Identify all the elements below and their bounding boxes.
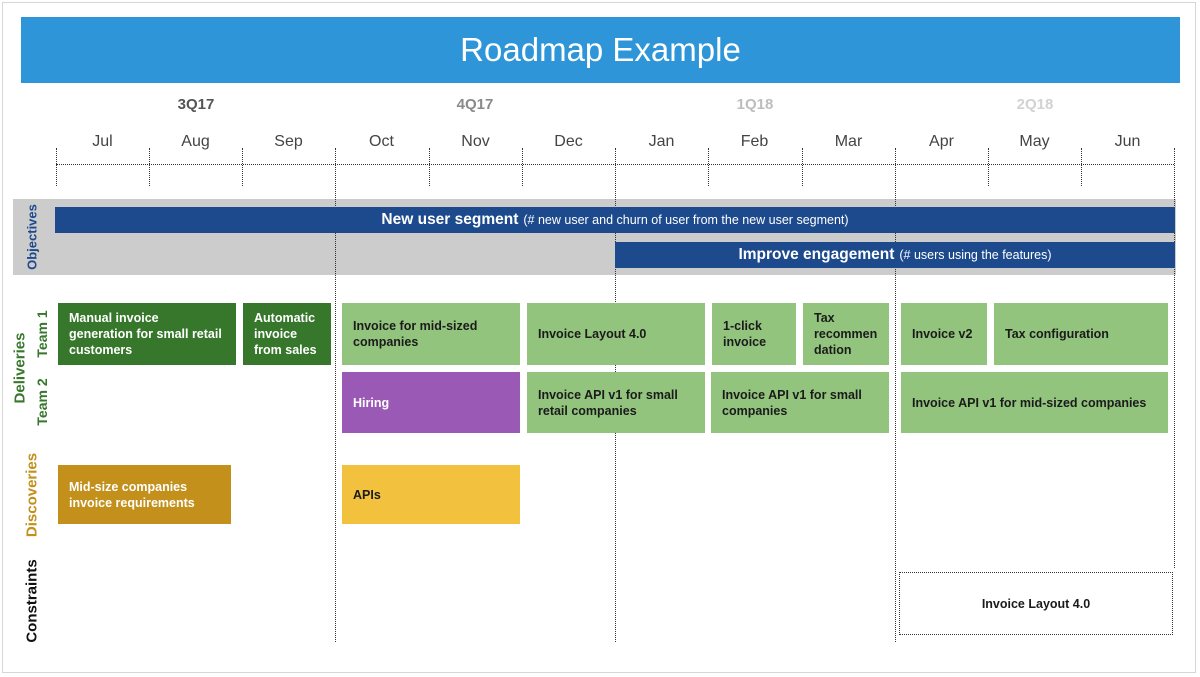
month-label: Oct	[369, 133, 394, 150]
objective-title: New user segment	[381, 211, 519, 228]
roadmap-item[interactable]: Tax recommen dation	[803, 303, 889, 365]
row-label-team-1: Team 1	[34, 310, 50, 358]
quarter-divider	[1174, 148, 1175, 568]
quarter-divider	[335, 148, 336, 642]
row-label-objectives: Objectives	[24, 204, 40, 270]
roadmap-item[interactable]: Manual invoice generation for small reta…	[58, 303, 236, 365]
month-divider	[802, 148, 803, 186]
roadmap-item[interactable]: Automatic invoice from sales	[243, 303, 331, 365]
objective-note: (# new user and churn of user from the n…	[523, 213, 849, 227]
page-title: Roadmap Example	[460, 31, 741, 68]
roadmap-item[interactable]: APIs	[342, 465, 520, 524]
month-divider	[56, 148, 57, 186]
month-divider	[149, 148, 150, 186]
month-divider	[429, 148, 430, 186]
month-label: Jun	[1114, 133, 1141, 150]
row-label-team-2: Team 2	[34, 378, 50, 426]
roadmap-item[interactable]: Invoice API v1 for mid-sized companies	[901, 372, 1168, 433]
quarter-divider	[895, 148, 896, 642]
title-bar: Roadmap Example	[21, 17, 1180, 83]
month-label: Sep	[274, 133, 303, 150]
roadmap-item[interactable]: Invoice API v1 for small companies	[711, 372, 889, 433]
objective-bar-improve-engagement: Improve engagement (# users using the fe…	[615, 242, 1175, 268]
objective-bar-new-user-segment: New user segment (# new user and churn o…	[55, 207, 1175, 233]
quarter-1q18: 1Q18	[736, 96, 774, 113]
month-label: May	[1019, 133, 1050, 150]
month-label: Mar	[834, 133, 863, 150]
roadmap-item[interactable]: Invoice v2	[901, 303, 987, 365]
constraint-item[interactable]: Invoice Layout 4.0	[899, 572, 1173, 635]
roadmap-item[interactable]: Invoice for mid-sized companies	[342, 303, 520, 365]
quarter-2q18: 2Q18	[1016, 96, 1054, 113]
month-label: Dec	[554, 133, 583, 150]
quarter-4q17: 4Q17	[456, 96, 494, 113]
month-divider	[988, 148, 989, 186]
roadmap-item[interactable]: Mid-size companies invoice requirements	[58, 465, 231, 524]
month-divider	[522, 148, 523, 186]
objective-note: (# users using the features)	[899, 248, 1052, 262]
month-label: Nov	[461, 133, 490, 150]
quarter-3q17: 3Q17	[177, 96, 215, 113]
month-label: Jul	[92, 133, 113, 150]
month-label: Apr	[929, 133, 954, 150]
month-label: Aug	[181, 133, 210, 150]
roadmap-item[interactable]: Hiring	[342, 372, 520, 433]
objective-title: Improve engagement	[738, 246, 895, 263]
month-divider	[242, 148, 243, 186]
roadmap-item[interactable]: Tax configuration	[994, 303, 1168, 365]
row-label-deliveries: Deliveries	[11, 332, 29, 404]
month-divider	[1081, 148, 1082, 186]
month-divider	[708, 148, 709, 186]
row-label-discoveries: Discoveries	[23, 452, 41, 538]
month-label: Feb	[740, 133, 769, 150]
roadmap-item[interactable]: 1-click invoice	[712, 303, 796, 365]
month-label: Jan	[648, 133, 675, 150]
row-label-constraints: Constraints	[23, 559, 41, 643]
roadmap-item[interactable]: Invoice API v1 for small retail companie…	[527, 372, 705, 433]
roadmap-item[interactable]: Invoice Layout 4.0	[527, 303, 705, 365]
